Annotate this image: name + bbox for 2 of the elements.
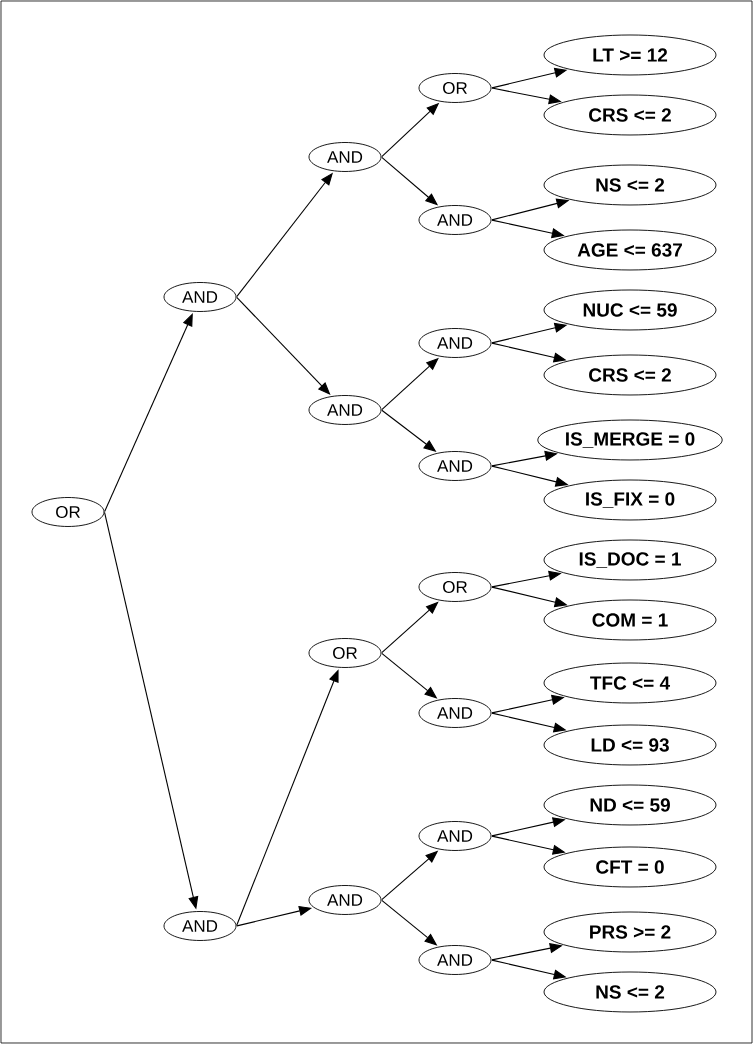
arrow bbox=[236, 296, 331, 395]
arrow bbox=[104, 313, 193, 513]
